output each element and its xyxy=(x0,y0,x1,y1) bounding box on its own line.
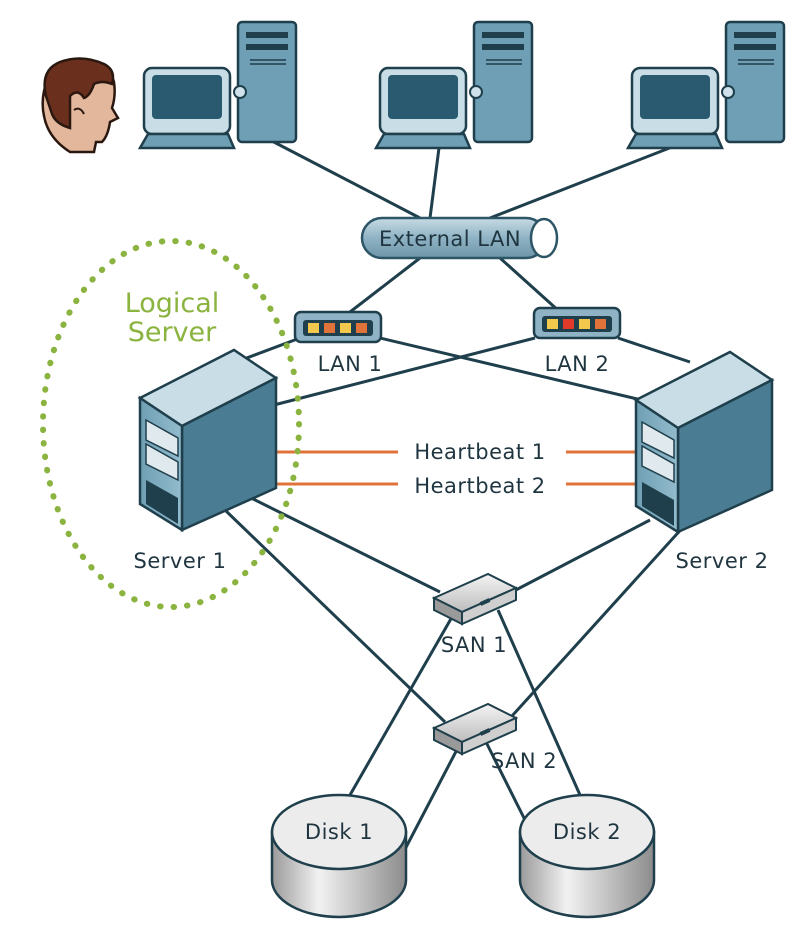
workstation-icon xyxy=(625,20,786,150)
user-icon xyxy=(41,57,120,154)
link-lan2-server2 xyxy=(617,336,691,364)
disk1: Disk 1 xyxy=(270,793,408,919)
link-server1-san2 xyxy=(223,508,447,724)
server-icon xyxy=(633,350,775,535)
switch-icon xyxy=(532,306,622,340)
disk-icon xyxy=(518,793,656,919)
disk2-label: Disk 2 xyxy=(553,820,621,844)
heartbeat-1: Heartbeat 1 xyxy=(398,436,566,466)
workstation-icon xyxy=(373,20,534,150)
lan1-label: LAN 1 xyxy=(318,352,383,376)
external-lan-label: External LAN xyxy=(379,227,521,251)
san-switch-icon xyxy=(431,702,519,756)
lan1-switch: LAN 1 xyxy=(293,310,383,376)
disk1-label: Disk 1 xyxy=(305,820,373,844)
lan-tube-icon xyxy=(360,216,559,260)
heartbeat-2: Heartbeat 2 xyxy=(398,470,566,500)
san-switch-icon xyxy=(431,572,519,626)
workstation-2 xyxy=(373,20,534,150)
san1-label: SAN 1 xyxy=(441,633,507,657)
san1: SAN 1 xyxy=(431,572,519,657)
lan2-switch: LAN 2 xyxy=(532,306,622,376)
switch-icon xyxy=(293,310,383,344)
external-lan: External LAN xyxy=(360,216,559,260)
server-icon xyxy=(137,348,279,533)
logical-server-group: Logical Server xyxy=(40,238,302,610)
link-lan2-server1 xyxy=(269,336,536,408)
logical-server-outline xyxy=(40,238,302,610)
link-san1-disk1 xyxy=(348,609,458,796)
heartbeat1-label: Heartbeat 1 xyxy=(414,440,545,464)
disk2: Disk 2 xyxy=(518,793,656,919)
disk-icon xyxy=(270,793,408,919)
san2-label: SAN 2 xyxy=(491,749,557,773)
server1-label: Server 1 xyxy=(134,549,227,573)
san2: SAN 2 xyxy=(431,702,557,773)
workstation-1 xyxy=(137,20,298,150)
workstation-3 xyxy=(625,20,786,150)
link-ws2-external-lan xyxy=(428,139,442,219)
link-san1-disk2 xyxy=(496,609,582,796)
link-san2-disk1 xyxy=(400,739,464,856)
server2-label: Server 2 xyxy=(676,549,769,573)
link-server2-san2 xyxy=(510,523,687,718)
logical-server-label-line2: Server xyxy=(128,317,217,348)
server1: Server 1 xyxy=(134,348,279,573)
link-lan1-server2 xyxy=(379,336,651,404)
logical-server-label-line1: Logical xyxy=(125,288,220,319)
server2: Server 2 xyxy=(633,350,775,573)
lan2-label: LAN 2 xyxy=(545,352,610,376)
link-server2-san1 xyxy=(511,518,651,594)
link-san2-disk2 xyxy=(483,739,527,821)
link-external-lan-lan2 xyxy=(498,256,562,314)
heartbeat2-label: Heartbeat 2 xyxy=(414,474,545,498)
workstation-icon xyxy=(137,20,298,150)
link-ws1-external-lan xyxy=(269,138,421,220)
link-ws3-external-lan xyxy=(489,138,691,220)
link-server1-san1 xyxy=(234,488,441,594)
link-external-lan-lan1 xyxy=(349,256,421,314)
